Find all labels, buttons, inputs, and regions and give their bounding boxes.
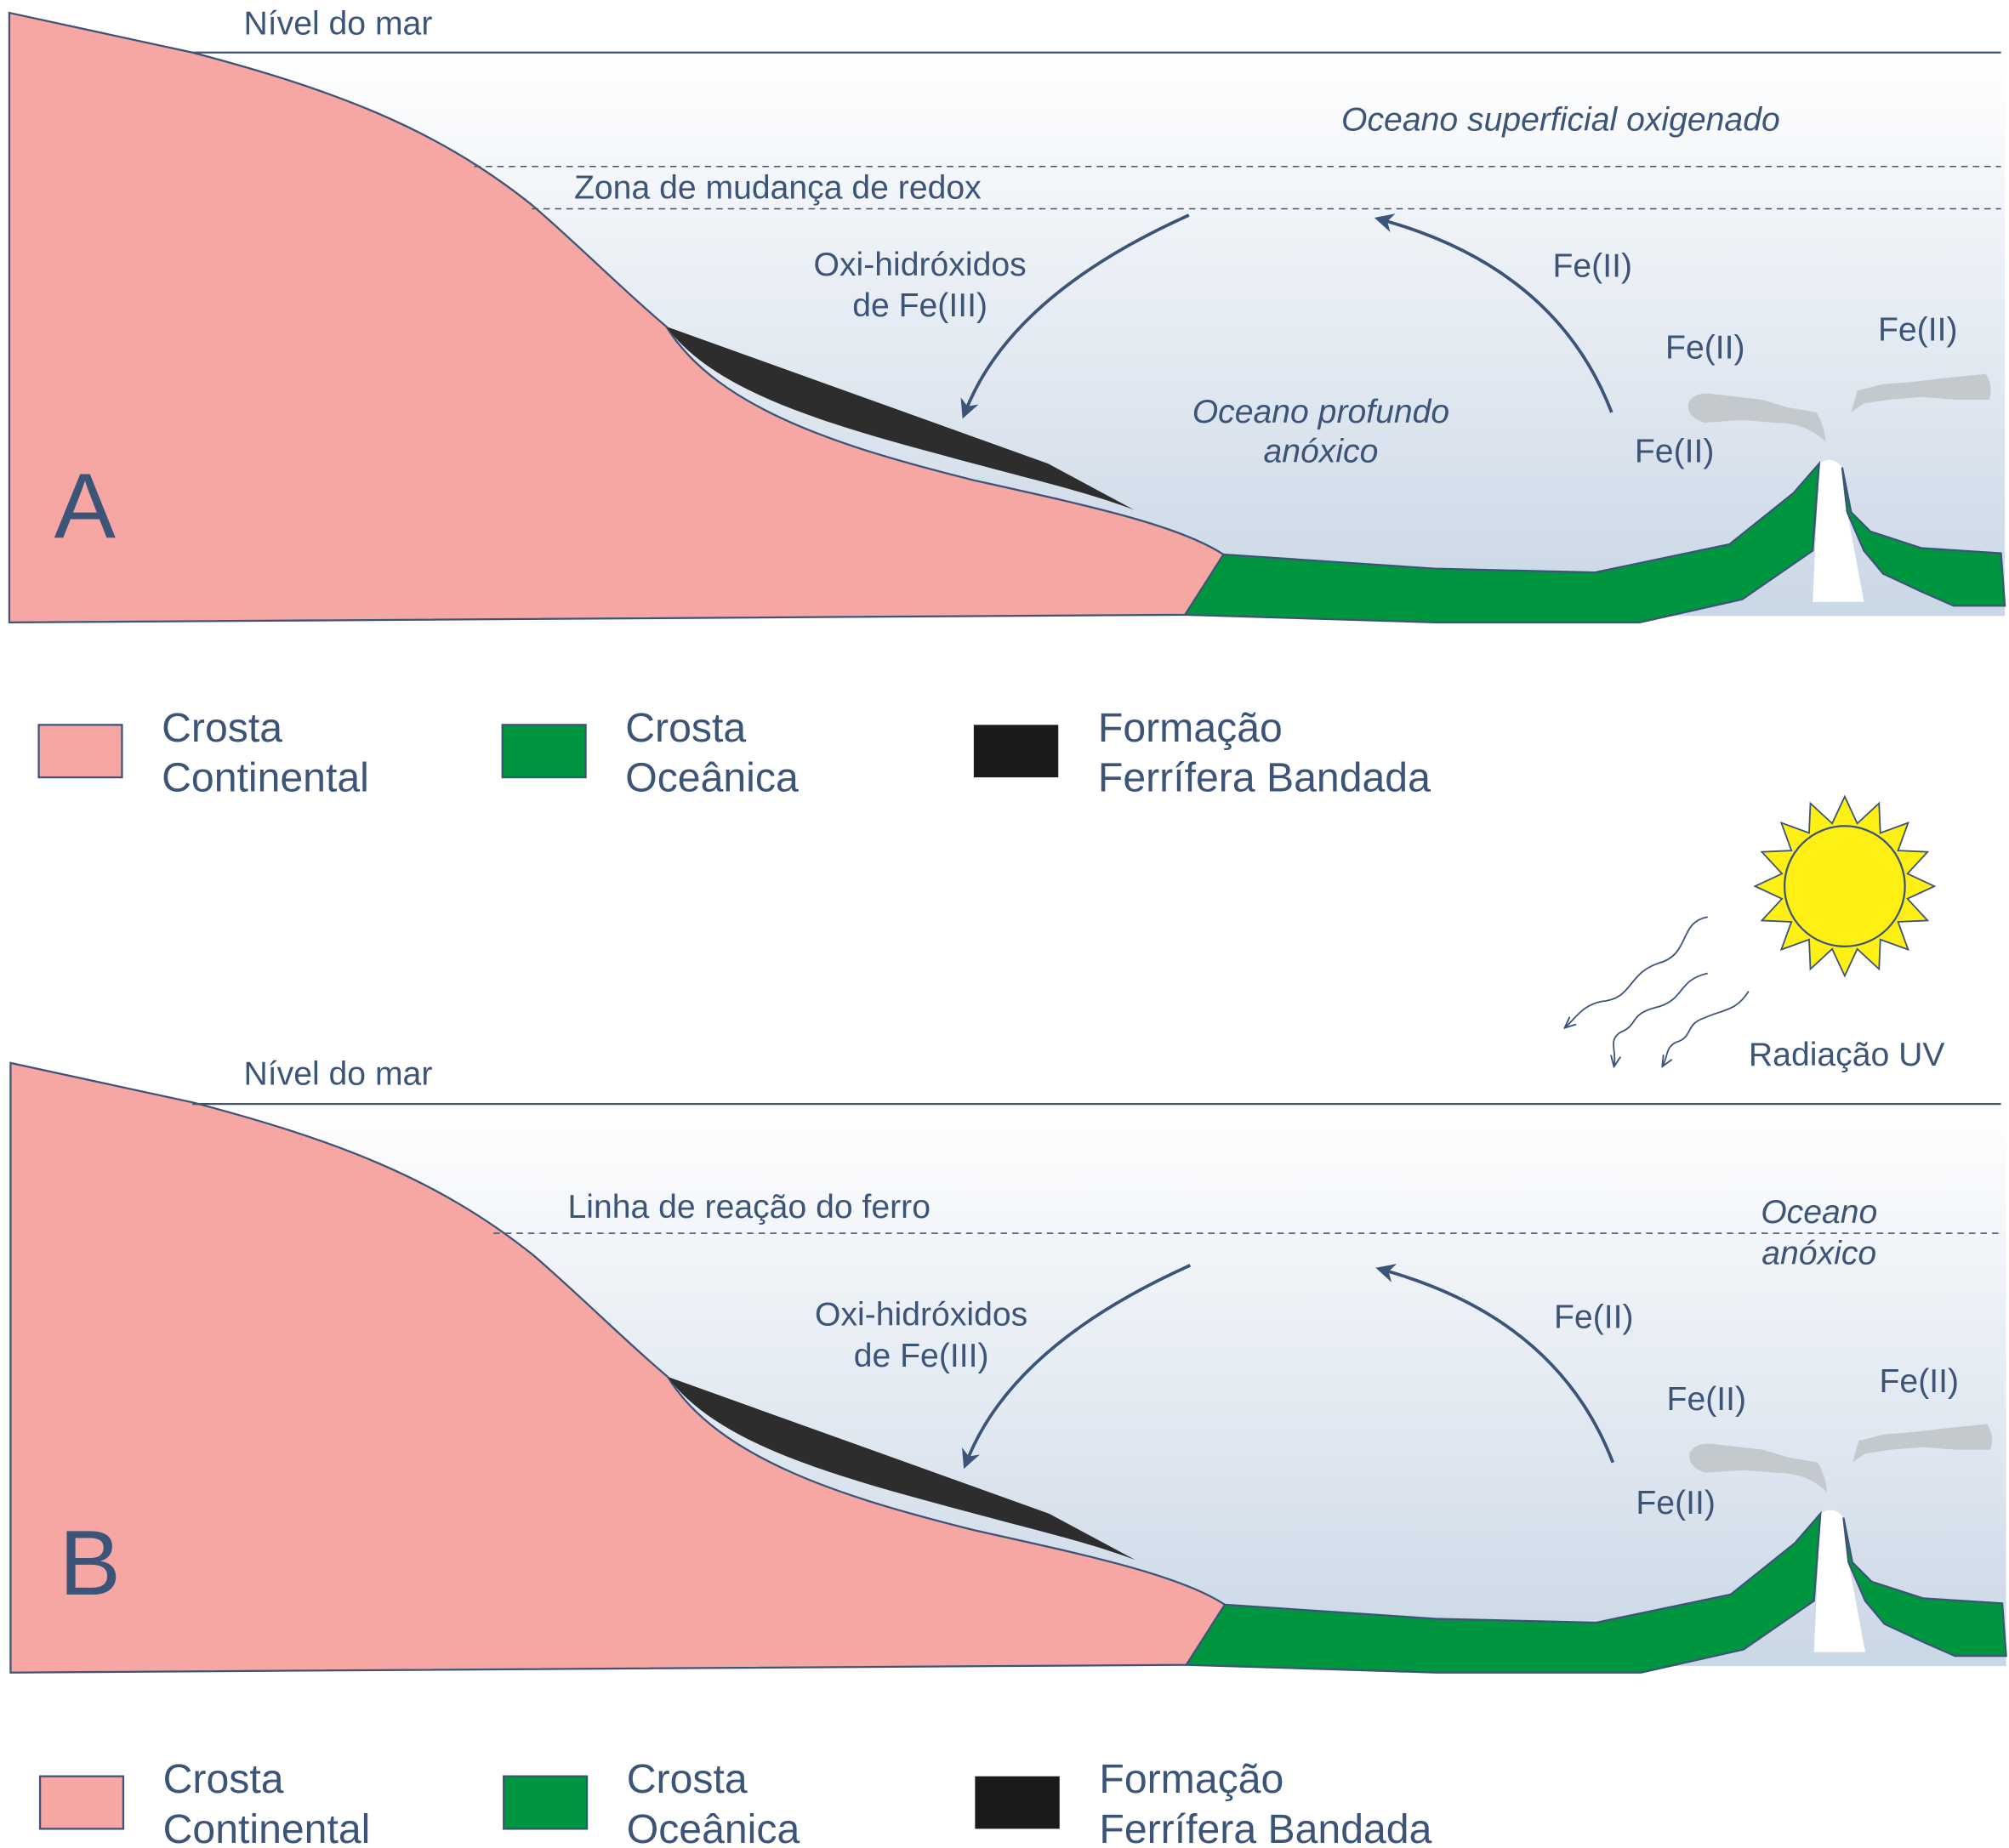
legend-label: Crosta xyxy=(162,705,282,751)
panel-letter: A xyxy=(54,454,117,557)
legend-swatch-bif xyxy=(973,725,1059,778)
legend-label: Continental xyxy=(162,755,369,801)
fe2-label: Fe(II) xyxy=(1554,1299,1634,1336)
panel-a: Nível do mar Oceano superficial oxigenad… xyxy=(8,6,2006,623)
fe2-label: Fe(II) xyxy=(1636,1485,1715,1521)
legend-swatch-bif xyxy=(975,1776,1060,1829)
legend-swatch-continental xyxy=(38,1775,125,1830)
oxyhydroxides-label-2: de Fe(III) xyxy=(852,287,987,324)
sea-level-label: Nível do mar xyxy=(244,1055,433,1092)
legend-label: Ferrífera Bandada xyxy=(1098,755,1431,801)
uv-ray-icon xyxy=(1566,916,1708,1027)
legend-label: Ferrífera Bandada xyxy=(1099,1806,1431,1848)
fe2-label: Fe(II) xyxy=(1878,312,1958,349)
uv-ray-icon xyxy=(1613,972,1708,1065)
surface-ocean-label: Oceano superficial oxigenado xyxy=(1341,102,1780,139)
ocean-label-2: anóxico xyxy=(1761,1235,1876,1271)
legend-label: Crosta xyxy=(625,705,746,751)
fe2-label: Fe(II) xyxy=(1665,330,1745,367)
redox-zone-label: Zona de mudança de redox xyxy=(574,169,982,206)
legend-a: Crosta Continental Crosta Oceânica Forma… xyxy=(37,705,1431,801)
legend-label: Crosta xyxy=(627,1756,748,1802)
fe2-rising-arrow xyxy=(1375,1264,1615,1464)
fe2-rising-arrow xyxy=(1374,213,1613,413)
legend-swatch-continental xyxy=(37,724,123,779)
fe2-label: Fe(II) xyxy=(1635,434,1715,470)
oxyhydroxides-label-2: de Fe(III) xyxy=(854,1338,989,1374)
fe2-label: Fe(II) xyxy=(1667,1381,1747,1418)
sun-icon xyxy=(1753,794,1937,978)
uv-ray-icon xyxy=(1663,991,1750,1066)
legend-b: Crosta Continental Crosta Oceânica Forma… xyxy=(38,1756,1432,1848)
sea-level-label: Nível do mar xyxy=(244,6,433,43)
legend-label: Oceânica xyxy=(625,755,799,801)
deep-ocean-label-2: anóxico xyxy=(1263,434,1378,470)
fe3-sinking-arrow xyxy=(960,213,1190,419)
oxyhydroxides-label: Oxi-hidróxidos xyxy=(814,247,1027,283)
legend-label: Continental xyxy=(163,1806,371,1848)
legend-swatch-oceanic xyxy=(503,1775,589,1830)
oxyhydroxides-label: Oxi-hidróxidos xyxy=(815,1297,1027,1333)
ocean-label: Oceano xyxy=(1761,1194,1877,1231)
legend-label: Formação xyxy=(1099,1756,1283,1802)
panel-b: Nível do mar Linha de reação do ferro Oc… xyxy=(9,1055,2007,1674)
uv-label: Radiação UV xyxy=(1749,1037,1945,1073)
fe2-label: Fe(II) xyxy=(1553,247,1633,284)
panel-letter: B xyxy=(60,1511,121,1614)
legend-label: Crosta xyxy=(163,1756,284,1802)
legend-label: Oceânica xyxy=(627,1806,800,1848)
deep-ocean-label: Oceano profundo xyxy=(1192,394,1449,430)
fe2-label: Fe(II) xyxy=(1880,1363,1960,1400)
legend-swatch-oceanic xyxy=(501,724,587,779)
fe3-sinking-arrow xyxy=(962,1264,1192,1470)
legend-label: Formação xyxy=(1098,705,1283,751)
iron-reaction-label: Linha de reação do ferro xyxy=(567,1189,931,1225)
